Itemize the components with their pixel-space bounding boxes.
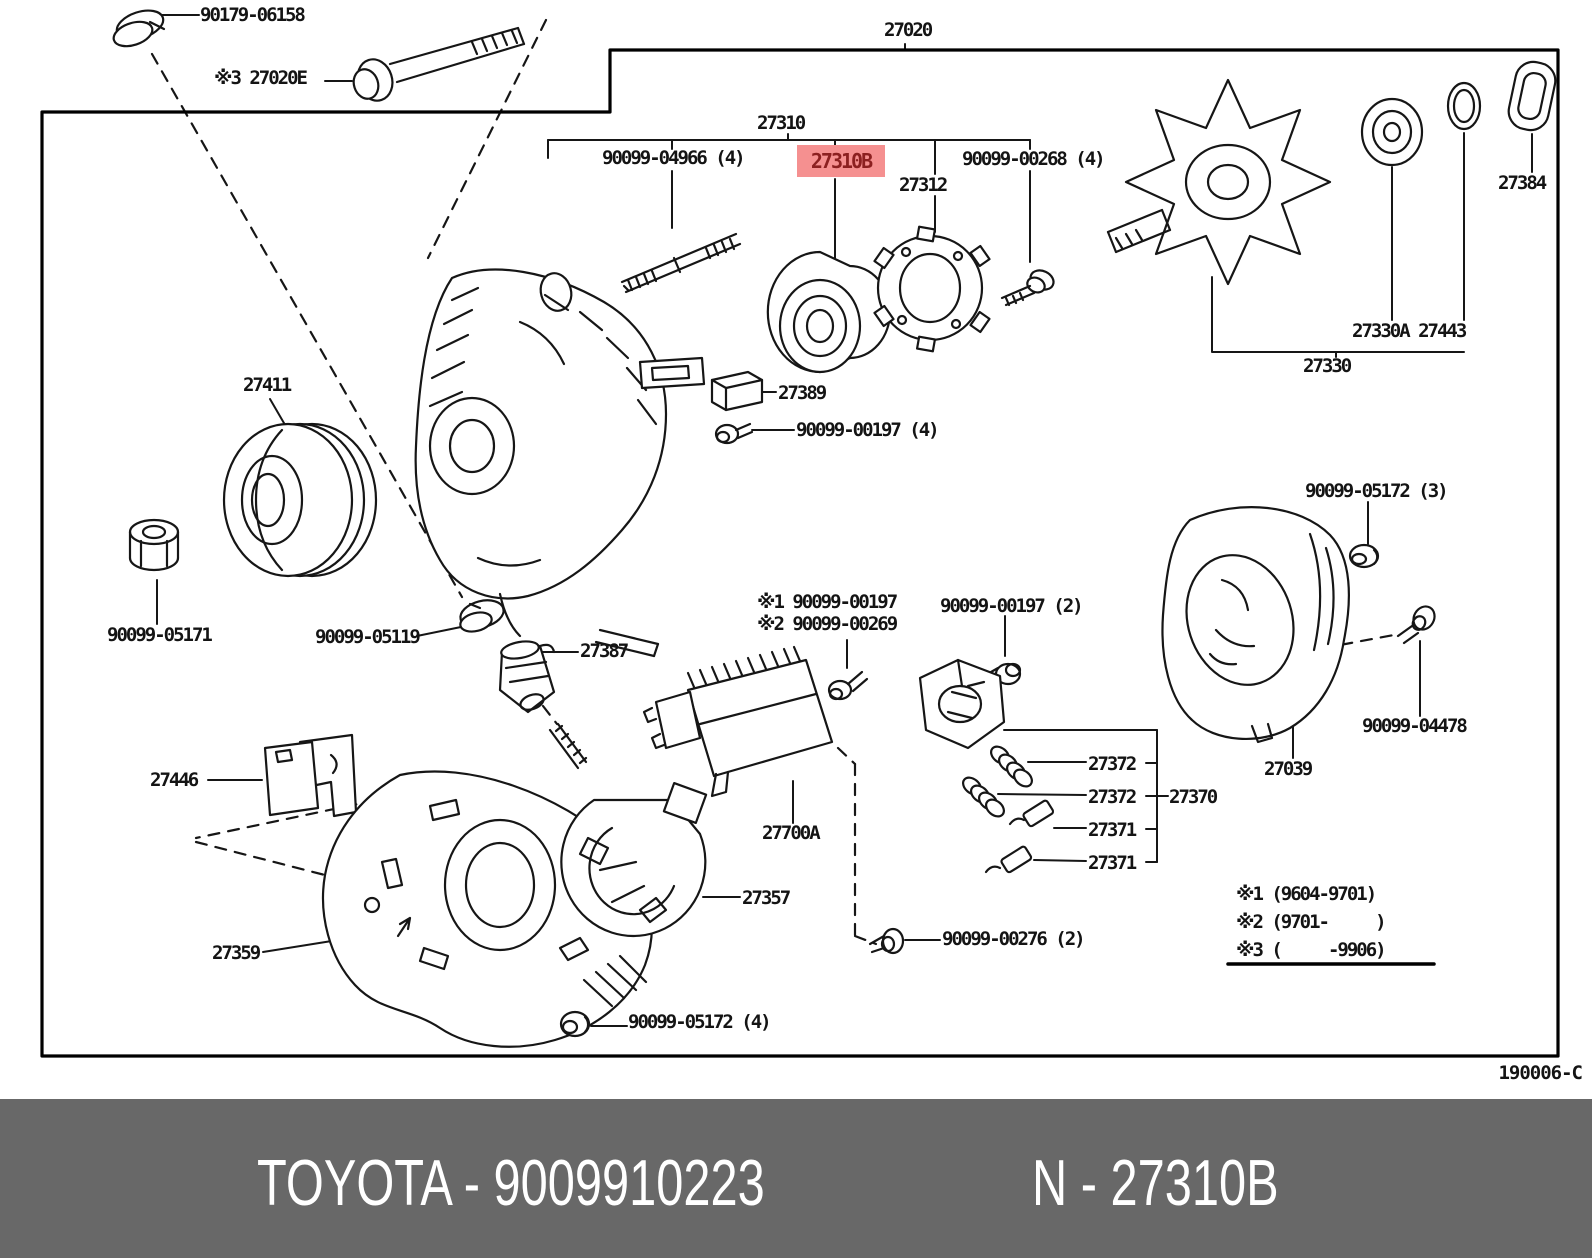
part-label-90099-05119[interactable]: 90099-05119	[315, 626, 421, 648]
connector-drawing	[710, 370, 764, 412]
bearing-retainer-drawing	[873, 225, 991, 353]
brush-holder-drawing	[918, 658, 1006, 750]
part-label-27039[interactable]: 27039	[1264, 758, 1313, 780]
part-label-27700a[interactable]: 27700A	[762, 822, 821, 844]
rear-end-cover-drawing	[1161, 506, 1350, 744]
bearing-cover-ring-drawing	[1446, 81, 1482, 131]
alternator-assembly-drawing	[414, 268, 706, 658]
part-label-27359[interactable]: 27359	[212, 942, 261, 964]
part-label-27330[interactable]: 27330	[1303, 355, 1352, 377]
caption-bar: TOYOTA - 9009910223 N - 27310B	[0, 1099, 1592, 1258]
screw-04478-drawing	[1396, 605, 1436, 645]
part-label-90099-00197-2[interactable]: 90099-00197 (2)	[940, 595, 1084, 617]
figure-code: 190006-C	[1498, 1062, 1583, 1084]
screw-00276-drawing	[868, 927, 905, 955]
part-label-90099-00197-4[interactable]: 90099-00197 (4)	[796, 419, 940, 441]
front-bearing-drawing	[766, 250, 892, 374]
part-label-27357[interactable]: 27357	[742, 887, 791, 909]
footnote-3: ※3 ( -9906)	[1236, 939, 1387, 961]
terminal-nut-drawing	[459, 599, 505, 633]
brush-drawing-2	[984, 845, 1033, 874]
rectifier-holder-drawing	[560, 781, 708, 938]
part-label-90099-05172-3[interactable]: 90099-05172 (3)	[1305, 480, 1449, 502]
part-label-27310[interactable]: 27310	[757, 112, 806, 134]
terminal-stud-drawing	[548, 722, 588, 770]
flange-nut-drawing	[112, 9, 166, 48]
part-label-90099-05171[interactable]: 90099-05171	[107, 624, 213, 646]
brush-spring-drawing-2	[962, 776, 1005, 818]
part-label-90099-00268[interactable]: 90099-00268 (4)	[962, 148, 1106, 170]
part-label-27371-1[interactable]: 27371	[1088, 819, 1137, 841]
brush-drawing-1	[1008, 799, 1055, 828]
caption-reference-number: N - 27310B	[1032, 1146, 1279, 1219]
pulley-nut-drawing	[128, 518, 180, 572]
part-label-90099-00276[interactable]: 90099-00276 (2)	[942, 928, 1086, 950]
stud-bolt-drawing	[620, 232, 742, 294]
screw-note-drawing	[827, 670, 869, 701]
part-label-27370[interactable]: 27370	[1169, 786, 1218, 808]
part-label-27330a-27443[interactable]: 27330A 27443	[1352, 320, 1467, 342]
through-bolt-drawing	[352, 26, 526, 102]
part-label-27020e[interactable]: ※3 27020E	[214, 67, 308, 89]
part-label-27371-2[interactable]: 27371	[1088, 852, 1137, 874]
part-label-27411[interactable]: 27411	[243, 374, 292, 396]
part-label-27372-2[interactable]: 27372	[1088, 786, 1137, 808]
part-label-note2-90099-00269[interactable]: ※2 90099-00269	[757, 613, 898, 635]
part-label-27312[interactable]: 27312	[899, 174, 948, 196]
small-bolt-drawing	[1000, 269, 1055, 307]
part-label-27384[interactable]: 27384	[1498, 172, 1547, 194]
brush-spring-drawing-1	[990, 745, 1033, 788]
nut-05172-3-drawing	[1348, 543, 1380, 569]
highlighted-part-label-27310b[interactable]: 27310B	[797, 145, 885, 177]
footnote-2: ※2 (9701- )	[1236, 911, 1387, 933]
screw-00197-4-drawing	[714, 422, 754, 445]
part-label-90099-04966[interactable]: 90099-04966 (4)	[602, 147, 746, 169]
nut-05172-4-drawing	[559, 1010, 591, 1038]
part-label-90099-05172-4[interactable]: 90099-05172 (4)	[628, 1011, 772, 1033]
terminal-insulator-drawing	[498, 640, 556, 714]
part-label-27389[interactable]: 27389	[778, 382, 827, 404]
part-label-27020[interactable]: 27020	[884, 19, 933, 41]
part-label-27387[interactable]: 27387	[580, 640, 629, 662]
part-label-note1-90099-00197[interactable]: ※1 90099-00197	[757, 591, 898, 613]
terminal-grommet-drawing	[1507, 60, 1557, 132]
rotor-drawing	[1106, 78, 1332, 286]
part-label-27372-1[interactable]: 27372	[1088, 753, 1137, 775]
mount-bracket-drawing	[263, 733, 358, 818]
caption-brand-part-number: TOYOTA - 9009910223	[257, 1146, 765, 1219]
part-label-27446[interactable]: 27446	[150, 769, 199, 791]
voltage-regulator-drawing	[642, 645, 834, 798]
rear-bearing-drawing	[1360, 97, 1424, 167]
footnote-1: ※1 (9604-9701)	[1236, 883, 1377, 905]
part-label-90179-06158[interactable]: 90179-06158	[200, 4, 306, 26]
pulley-drawing	[222, 422, 378, 578]
diagram-frame	[40, 48, 1560, 1058]
part-label-90099-04478[interactable]: 90099-04478	[1362, 715, 1468, 737]
